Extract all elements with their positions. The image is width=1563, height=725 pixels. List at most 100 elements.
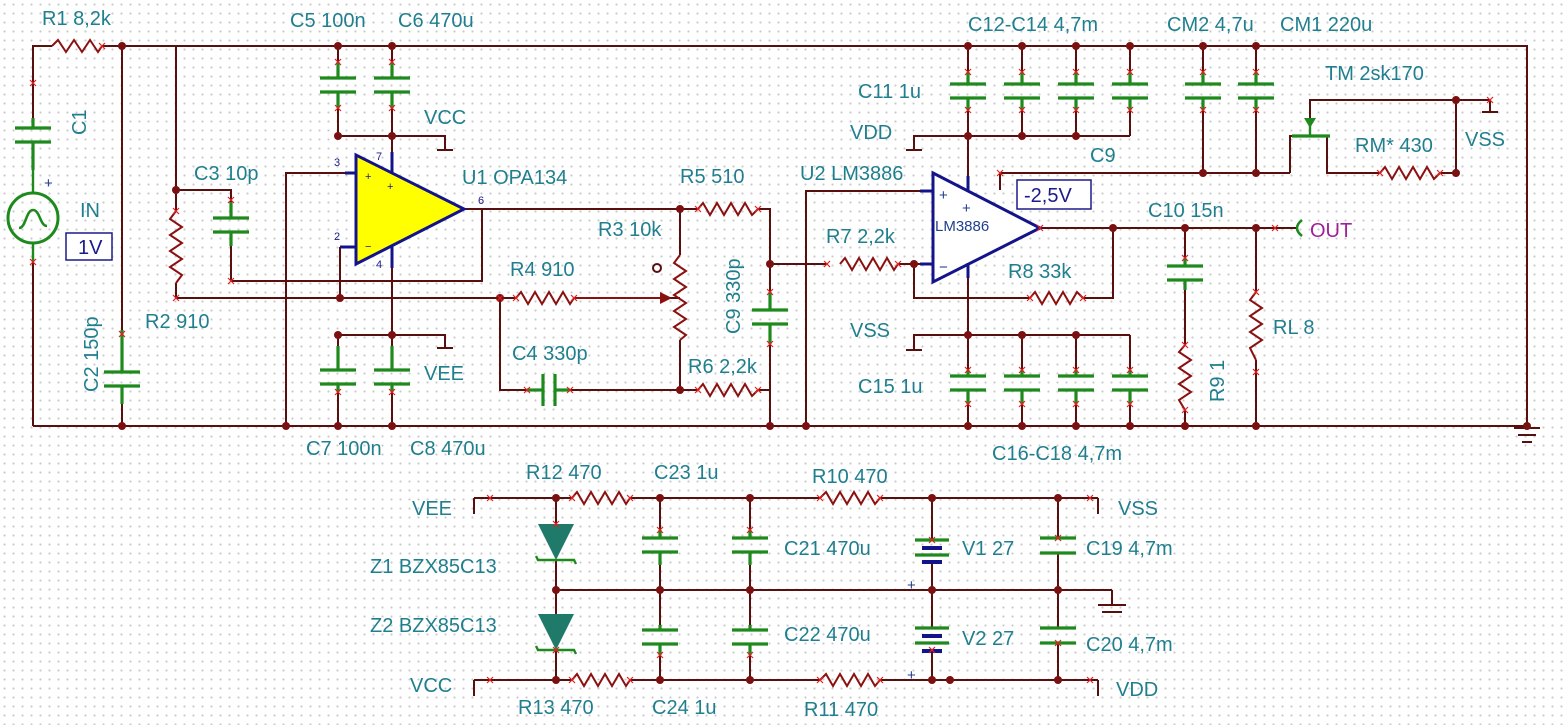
voltmeter-icon (1016, 179, 1092, 210)
supply-terminals (437, 111, 1498, 696)
capacitor-c14 (1058, 72, 1094, 110)
u2-body-label: LM3886 (935, 218, 989, 235)
zener-diode-icon (538, 524, 574, 560)
capacitor-c11 (1112, 72, 1148, 110)
pin-marker (816, 676, 824, 684)
capacitor-c15 (950, 370, 986, 404)
pin-marker (1252, 368, 1260, 376)
pot-wiper-icon (660, 292, 672, 304)
pin-marker (388, 388, 396, 396)
capacitor-c16 (1004, 370, 1040, 404)
pin-marker (656, 526, 664, 534)
input-voltage-box[interactable]: 1V (65, 232, 113, 261)
pin-marker (964, 106, 972, 114)
label-r13: R13 470 (518, 697, 594, 719)
zener-diode-icon (538, 614, 574, 650)
pin-marker (823, 260, 831, 268)
resistor-rm (1379, 165, 1441, 181)
pin-marker (1252, 68, 1260, 76)
pin-marker (1199, 68, 1207, 76)
pin-marker (118, 330, 126, 338)
pin-marker (172, 207, 180, 215)
label-r1: R1 8,2k (42, 8, 112, 30)
label-vss-bot: VSS (1118, 498, 1158, 520)
resistor-r6 (697, 382, 759, 398)
label-c23: C23 1u (654, 462, 719, 484)
pin-marker (964, 400, 972, 408)
label-r4: R4 910 (510, 259, 575, 281)
capacitor-c4 (527, 374, 570, 406)
zener-z2[interactable] (534, 614, 578, 655)
label-r8: R8 33k (1008, 261, 1072, 283)
voltmeter-value: -2,5V (1024, 185, 1072, 207)
u1-pin-6: 6 (478, 195, 484, 207)
pin-marker (1026, 294, 1034, 302)
pin-marker (227, 196, 235, 204)
capacitor-c17 (1058, 370, 1094, 404)
capacitor-c10 (1167, 258, 1203, 290)
voltmeter[interactable]: -2,5V (1016, 179, 1092, 210)
pin-marker (1486, 96, 1494, 104)
sine-source-in[interactable]: + (6, 170, 60, 262)
pin-marker (876, 676, 884, 684)
pin-marker (964, 366, 972, 374)
resistor-r1 (51, 38, 103, 54)
label-c2: C2 150p (81, 316, 103, 392)
pin-marker (656, 651, 664, 659)
pin-marker (766, 340, 774, 348)
pin-marker (1436, 169, 1444, 177)
pin-marker (1018, 106, 1026, 114)
resistor-rl (1248, 291, 1264, 361)
label-r2: R2 910 (145, 311, 210, 333)
label-vcc-top: VCC (424, 107, 466, 129)
label-c21: C21 470u (784, 538, 871, 560)
capacitor-c7 (320, 346, 356, 392)
svg-text:+: + (907, 667, 916, 684)
pin-marker (766, 288, 774, 296)
pin-marker (746, 651, 754, 659)
pin-marker (523, 386, 531, 394)
capacitor-c20 (1040, 626, 1076, 645)
label-vdd-bot: VDD (1116, 679, 1158, 701)
label-c5: C5 100n (290, 10, 366, 32)
pin-marker (1271, 224, 1279, 232)
pin-marker (568, 676, 576, 684)
pin-marker (1072, 106, 1080, 114)
pin-marker (1126, 68, 1134, 76)
wires (32, 45, 1528, 681)
label-v1: V1 27 (962, 538, 1014, 560)
pin-marker (1054, 639, 1062, 647)
pin-marker (1018, 366, 1026, 374)
capacitor-c18 (1112, 370, 1148, 404)
label-vdd-mid: VDD (850, 122, 892, 144)
output-terminal-icon (1294, 218, 1303, 238)
label-vss-mid: VSS (850, 320, 890, 342)
zener-z1[interactable] (534, 524, 578, 565)
capacitor-c19 (1040, 536, 1076, 555)
label-v2: V2 27 (962, 628, 1014, 650)
battery-icon (915, 538, 949, 564)
pin-marker (754, 205, 762, 213)
opamp-u2[interactable]: + − + LM3886 (920, 170, 1044, 285)
opamp-icon (354, 152, 468, 267)
jfet-tm[interactable] (1292, 118, 1330, 138)
resistor-r12 (571, 490, 631, 506)
battery-v2[interactable]: + (907, 626, 949, 684)
label-c1: C1 (69, 109, 91, 135)
capacitor-c9v (752, 292, 788, 344)
pin-marker (334, 58, 342, 66)
pin-marker (694, 205, 702, 213)
capacitor-c6 (374, 62, 410, 108)
opamp-u1[interactable]: + − + 3 2 7 4 6 (334, 151, 484, 271)
label-z2: Z2 BZX85C13 (370, 615, 497, 637)
junctions (118, 42, 1531, 684)
resistor-r13 (571, 672, 631, 688)
battery-v1[interactable]: + (907, 538, 949, 594)
pin-marker (388, 104, 396, 112)
battery-icon (915, 626, 949, 653)
pin-marker (1018, 68, 1026, 76)
label-vcc-bot: VCC (410, 675, 452, 697)
label-u1: U1 OPA134 (462, 167, 567, 189)
